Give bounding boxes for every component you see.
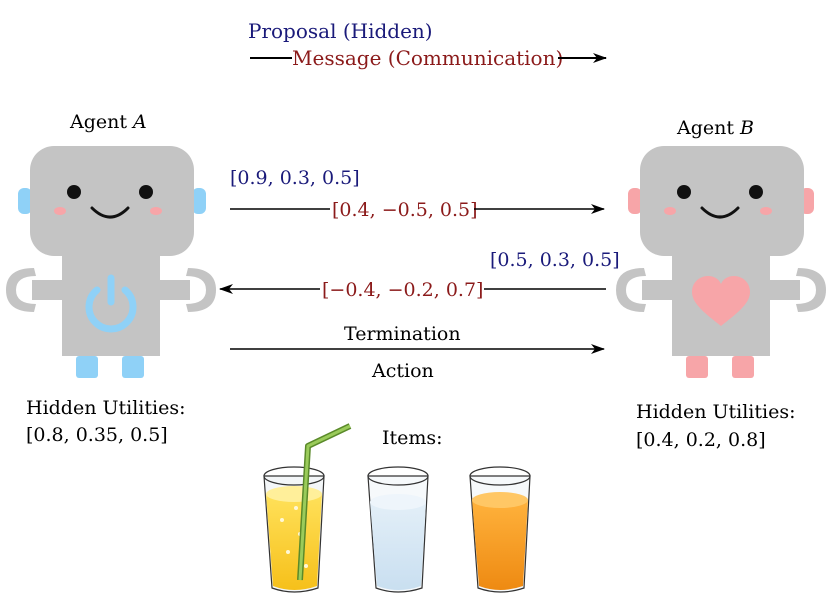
agent-a-utilities-values: [0.8, 0.35, 0.5] [26, 424, 168, 446]
agent-a-robot-icon [6, 146, 216, 378]
water-glass-icon [367, 466, 429, 593]
agent-a: Agent A [6, 111, 216, 446]
proposal-a-label: [0.9, 0.3, 0.5] [230, 167, 360, 189]
items: Items: [263, 423, 531, 593]
legend-message-label: Message (Communication) [292, 46, 563, 70]
legend: Proposal (Hidden) Message (Communication… [248, 19, 607, 70]
orange-glass-icon [469, 466, 531, 593]
action-label: Action [371, 360, 434, 382]
heart-icon [692, 276, 750, 326]
items-title: Items: [382, 427, 443, 449]
agent-a-label: Agent A [69, 111, 147, 133]
agent-a-label-text: Agent [69, 111, 133, 133]
agent-b-robot-icon [616, 146, 826, 378]
juice-glass-icon [263, 423, 352, 593]
legend-proposal-label: Proposal (Hidden) [248, 19, 433, 43]
agent-b-utilities-title: Hidden Utilities: [636, 401, 795, 423]
agent-b: Agent B Hidden Utilities: [0.4, 0.2, 0.8… [616, 117, 826, 451]
power-icon [85, 286, 137, 333]
agent-a-utilities-title: Hidden Utilities: [26, 397, 185, 419]
agent-b-label: Agent B [676, 117, 754, 139]
exchanges: [0.9, 0.3, 0.5] [0.4, −0.5, 0.5] [0.5, 0… [219, 167, 620, 382]
termination-label: Termination [344, 323, 461, 345]
message-a-label: [0.4, −0.5, 0.5] [332, 199, 478, 221]
message-b-label: [−0.4, −0.2, 0.7] [322, 279, 483, 301]
agent-b-utilities-values: [0.4, 0.2, 0.8] [636, 429, 766, 451]
proposal-b-label: [0.5, 0.3, 0.5] [490, 249, 620, 271]
